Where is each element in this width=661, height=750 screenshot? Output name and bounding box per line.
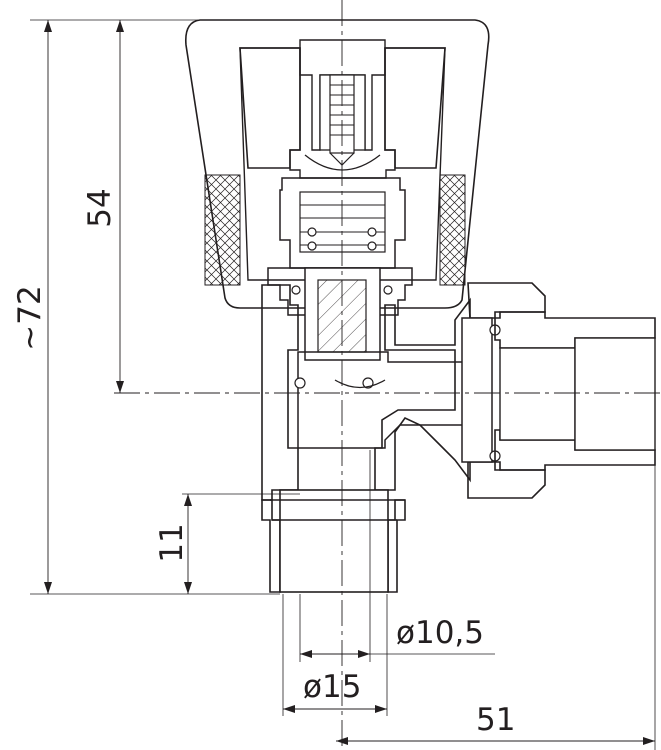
union-tailpiece (494, 311, 656, 471)
union-nut (461, 282, 546, 499)
dim-inner-diameter: ø10,5 (299, 450, 495, 662)
dim-handle-to-axis-label: 54 (82, 188, 118, 227)
dim-outer-diameter: ø15 (282, 594, 388, 716)
dim-outer-diameter-label: ø15 (303, 669, 361, 705)
dim-overall-height-label: ~72 (12, 285, 48, 350)
dim-inner-diameter-label: ø10,5 (396, 615, 484, 651)
handle-screw (299, 39, 386, 171)
handle (184, 19, 490, 309)
dim-side-offset-label: 51 (476, 702, 515, 738)
dim-thread-length-label: 11 (154, 523, 190, 562)
center-lines (114, 0, 661, 750)
dim-side-offset: 51 (336, 318, 656, 750)
dim-overall-height: ~72 (12, 19, 340, 595)
bonnet (267, 177, 413, 316)
dim-thread-length: 11 (154, 493, 300, 594)
stem (291, 267, 393, 361)
dim-handle-to-axis: 54 (82, 20, 124, 393)
